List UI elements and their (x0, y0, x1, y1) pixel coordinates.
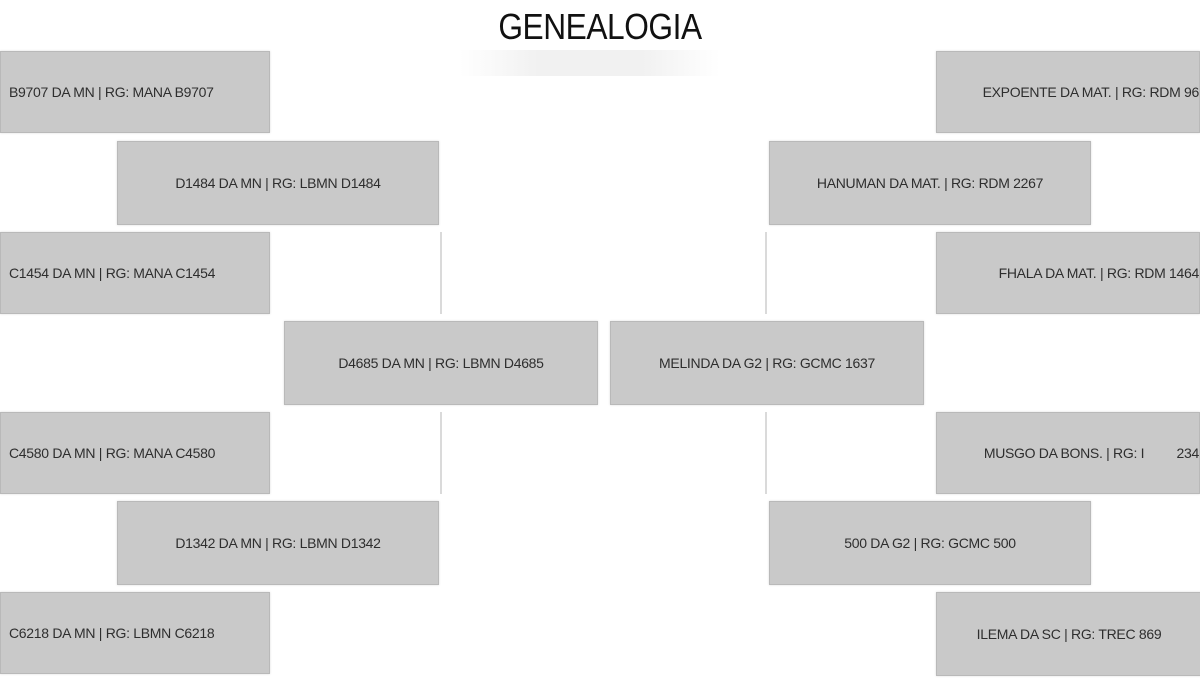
faint-subtitle-band (460, 50, 720, 76)
pedigree-box-sire-sire[interactable]: B9707 DA MN | RG: MANA B9707 (0, 51, 270, 133)
connector-right-lower (765, 412, 767, 494)
pedigree-label: HANUMAN DA MAT. | RG: RDM 2267 (816, 175, 1044, 191)
pedigree-box-right-dam[interactable]: 500 DA G2 | RG: GCMC 500 (769, 501, 1091, 585)
pedigree-box-right-dam-sire[interactable]: MUSGO DA BONS. | RG: I 234 (936, 412, 1200, 494)
pedigree-label: ILEMA DA SC | RG: TREC 869 (976, 626, 1162, 642)
pedigree-box-dam-dam[interactable]: C6218 DA MN | RG: LBMN C6218 (0, 592, 270, 674)
page-title: GENEALOGIA (498, 6, 702, 47)
pedigree-label: MELINDA DA G2 | RG: GCMC 1637 (659, 355, 875, 371)
pedigree-label: C4580 DA MN | RG: MANA C4580 (9, 445, 216, 461)
pedigree-label: 500 DA G2 | RG: GCMC 500 (844, 535, 1016, 551)
pedigree-box-sire[interactable]: D1484 DA MN | RG: LBMN D1484 (117, 141, 439, 225)
connector-left-upper (440, 232, 442, 314)
pedigree-box-sire-dam[interactable]: C1454 DA MN | RG: MANA C1454 (0, 232, 270, 314)
pedigree-box-right-sire[interactable]: HANUMAN DA MAT. | RG: RDM 2267 (769, 141, 1091, 225)
pedigree-label: B9707 DA MN | RG: MANA B9707 (9, 84, 214, 100)
pedigree-label: C6218 DA MN | RG: LBMN C6218 (9, 625, 215, 641)
pedigree-label: EXPOENTE DA MAT. | RG: RDM 96 (982, 84, 1199, 100)
pedigree-label: D1484 DA MN | RG: LBMN D1484 (175, 175, 381, 191)
pedigree-box-right-dam-dam[interactable]: ILEMA DA SC | RG: TREC 869 (936, 592, 1200, 676)
pedigree-label: D1342 DA MN | RG: LBMN D1342 (175, 535, 381, 551)
pedigree-box-dam-sire[interactable]: C4580 DA MN | RG: MANA C4580 (0, 412, 270, 494)
pedigree-label: C1454 DA MN | RG: MANA C1454 (9, 265, 216, 281)
pedigree-label: FHALA DA MAT. | RG: RDM 1464 (998, 265, 1199, 281)
pedigree-box-animal[interactable]: D4685 DA MN | RG: LBMN D4685 (284, 321, 598, 405)
pedigree-label: MUSGO DA BONS. | RG: I 234 (983, 445, 1199, 461)
pedigree-box-right-sire-dam[interactable]: FHALA DA MAT. | RG: RDM 1464 (936, 232, 1200, 314)
pedigree-box-right-animal[interactable]: MELINDA DA G2 | RG: GCMC 1637 (610, 321, 924, 405)
pedigree-box-right-sire-sire[interactable]: EXPOENTE DA MAT. | RG: RDM 96 (936, 51, 1200, 133)
connector-right-upper (765, 232, 767, 314)
connector-left-lower (440, 412, 442, 494)
pedigree-box-dam[interactable]: D1342 DA MN | RG: LBMN D1342 (117, 501, 439, 585)
pedigree-label: D4685 DA MN | RG: LBMN D4685 (338, 355, 544, 371)
